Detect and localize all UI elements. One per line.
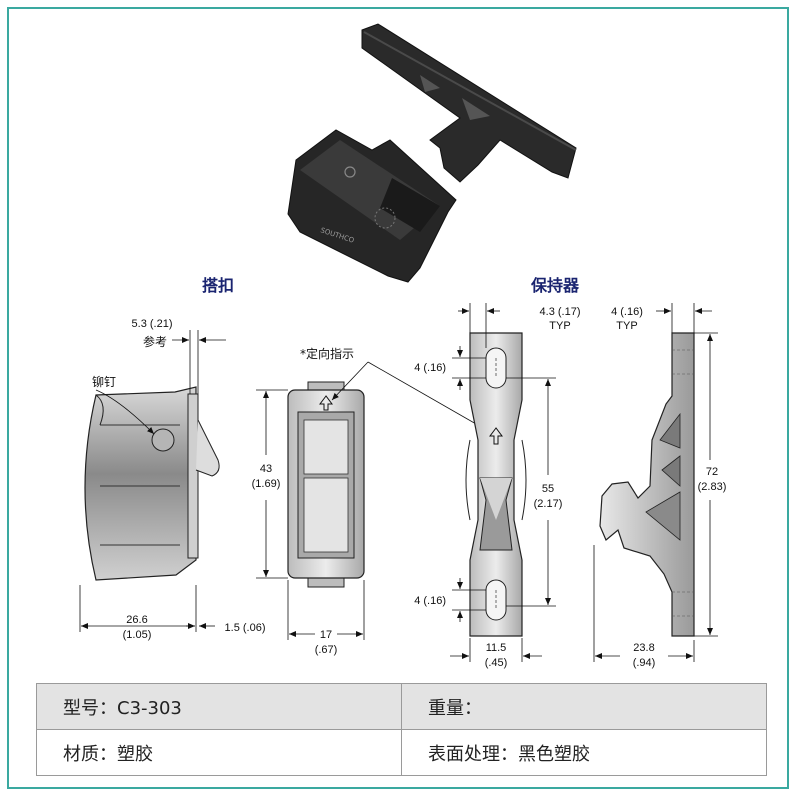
dim-5-3: 5.3 (.21) bbox=[132, 318, 173, 330]
dim-4-side-typ: TYP bbox=[616, 320, 637, 332]
dim-1-5: 1.5 (.06) bbox=[225, 622, 266, 634]
dim-23-8: 23.8 bbox=[633, 642, 654, 654]
dim-23-8-in: (.94) bbox=[633, 657, 656, 669]
dim-26-6: 26.6 bbox=[126, 614, 147, 626]
keeper-title: 保持器 bbox=[530, 276, 580, 295]
dim-43: 43 bbox=[260, 463, 272, 475]
spec-finish: 表面处理：黑色塑胶 bbox=[401, 729, 767, 776]
dim-11-5-in: (.45) bbox=[485, 657, 508, 669]
reference-label: 参考 bbox=[143, 334, 167, 349]
dim-11-5: 11.5 bbox=[486, 642, 507, 654]
dim-4-3: 4.3 (.17) bbox=[540, 306, 581, 318]
dim-4-3-typ: TYP bbox=[549, 320, 570, 332]
dim-55: 55 bbox=[542, 483, 554, 495]
spec-row: 型号：C3-303 重量： bbox=[36, 683, 767, 730]
dim-55-in: (2.17) bbox=[534, 498, 563, 510]
spec-material: 材质：塑胶 bbox=[36, 729, 402, 776]
dim-72: 72 bbox=[706, 466, 718, 478]
latch-title: 搭扣 bbox=[202, 276, 234, 295]
keeper-side-view bbox=[599, 332, 695, 637]
spec-table: 型号：C3-303 重量： 材质：塑胶 表面处理：黑色塑胶 bbox=[36, 683, 767, 776]
dim-17-in: (.67) bbox=[315, 644, 338, 656]
orientation-label: *定向指示 bbox=[300, 346, 354, 361]
dim-26-6-in: (1.05) bbox=[123, 629, 152, 641]
dim-4-top: 4 (.16) bbox=[414, 362, 446, 374]
latch-side-view bbox=[84, 386, 220, 581]
latch-front-view bbox=[287, 381, 365, 588]
spec-row: 材质：塑胶 表面处理：黑色塑胶 bbox=[36, 729, 767, 776]
technical-drawing: SOUTHCO 搭扣 保持器 5.3 (.21) 参考 铆钉 26.6 (1.0… bbox=[79, 23, 727, 669]
spec-model: 型号：C3-303 bbox=[36, 683, 402, 730]
dim-17: 17 bbox=[320, 629, 332, 641]
product-photo: SOUTHCO bbox=[287, 23, 577, 283]
dim-43-in: (1.69) bbox=[252, 478, 281, 490]
dim-4-side: 4 (.16) bbox=[611, 306, 643, 318]
keeper-front-view bbox=[465, 332, 527, 637]
dim-72-in: (2.83) bbox=[698, 481, 727, 493]
dim-4-bottom: 4 (.16) bbox=[414, 595, 446, 607]
spec-weight: 重量： bbox=[401, 683, 767, 730]
outer-frame bbox=[7, 7, 789, 789]
rivet-label: 铆钉 bbox=[92, 374, 116, 389]
